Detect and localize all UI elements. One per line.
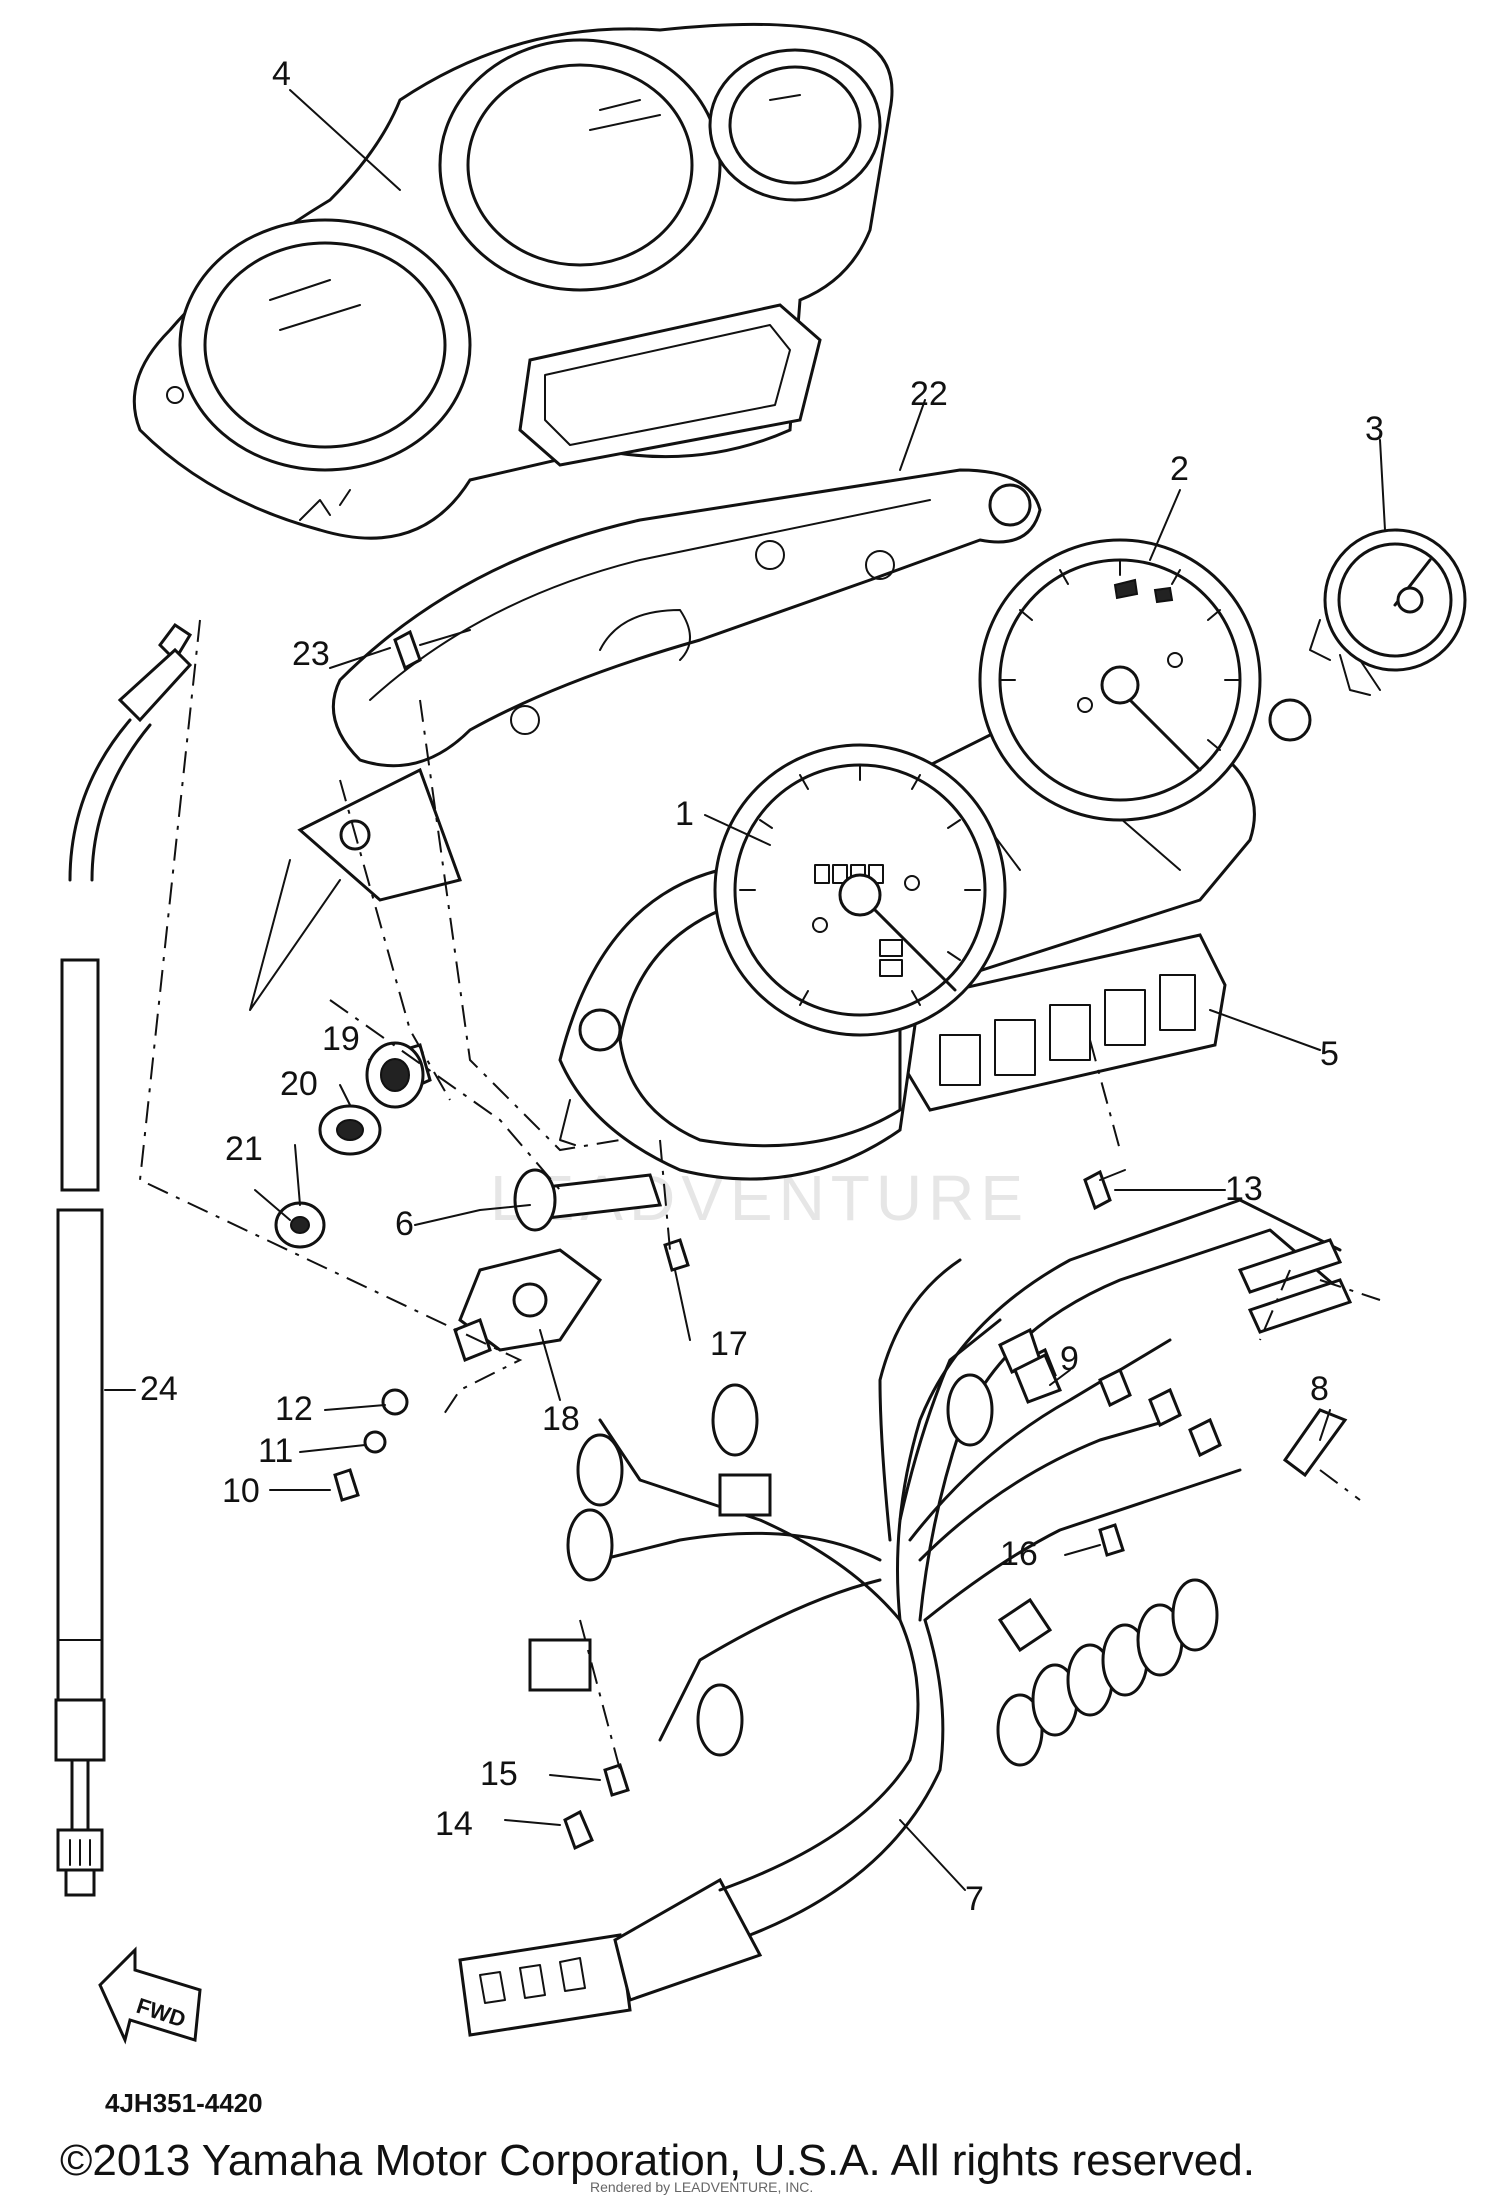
fasteners <box>333 629 1126 1851</box>
callout-9: 9 <box>1060 1340 1079 1378</box>
leader-lines <box>104 89 1386 1891</box>
fwd-arrow-icon: FWD <box>98 1946 202 2045</box>
callout-14: 14 <box>435 1805 473 1843</box>
callout-20: 20 <box>280 1065 318 1103</box>
callout-6: 6 <box>395 1205 414 1243</box>
callout-3: 3 <box>1365 410 1384 448</box>
meter-bracket <box>249 468 1042 1011</box>
callout-18: 18 <box>542 1400 580 1438</box>
callout-7: 7 <box>965 1880 984 1918</box>
callout-11: 11 <box>258 1432 293 1470</box>
drive-gear-parts <box>274 1041 663 1362</box>
copyright-text: ©2013 Yamaha Motor Corporation, U.S.A. A… <box>60 2136 1255 2185</box>
fuel-gauge <box>1309 528 1467 696</box>
wire-harness <box>458 1198 1353 2037</box>
callout-10: 10 <box>222 1472 260 1510</box>
rendered-by-text: Rendered by LEADVENTURE, INC. <box>590 2179 813 2195</box>
callout-2: 2 <box>1170 450 1189 488</box>
callout-4: 4 <box>272 55 291 93</box>
callout-16: 16 <box>1000 1535 1038 1573</box>
speedometer <box>713 743 1007 1037</box>
callout-17: 17 <box>710 1325 748 1363</box>
callout-19: 19 <box>322 1020 360 1058</box>
callout-8: 8 <box>1310 1370 1329 1408</box>
assembly-lines <box>138 619 1381 1771</box>
meter-cover <box>132 22 894 540</box>
callout-22: 22 <box>910 375 948 413</box>
callout-12: 12 <box>275 1390 313 1428</box>
callout-21: 21 <box>225 1130 263 1168</box>
callout-1: 1 <box>675 795 694 833</box>
speedometer-cable <box>54 622 193 1897</box>
tachometer <box>978 538 1262 822</box>
callout-23: 23 <box>292 635 330 673</box>
callout-24: 24 <box>140 1370 178 1408</box>
callout-13: 13 <box>1225 1170 1263 1208</box>
callout-15: 15 <box>480 1755 518 1793</box>
diagram-code: 4JH351-4420 <box>105 2088 263 2118</box>
bulbs <box>1013 1352 1348 1478</box>
callout-5: 5 <box>1320 1035 1339 1073</box>
